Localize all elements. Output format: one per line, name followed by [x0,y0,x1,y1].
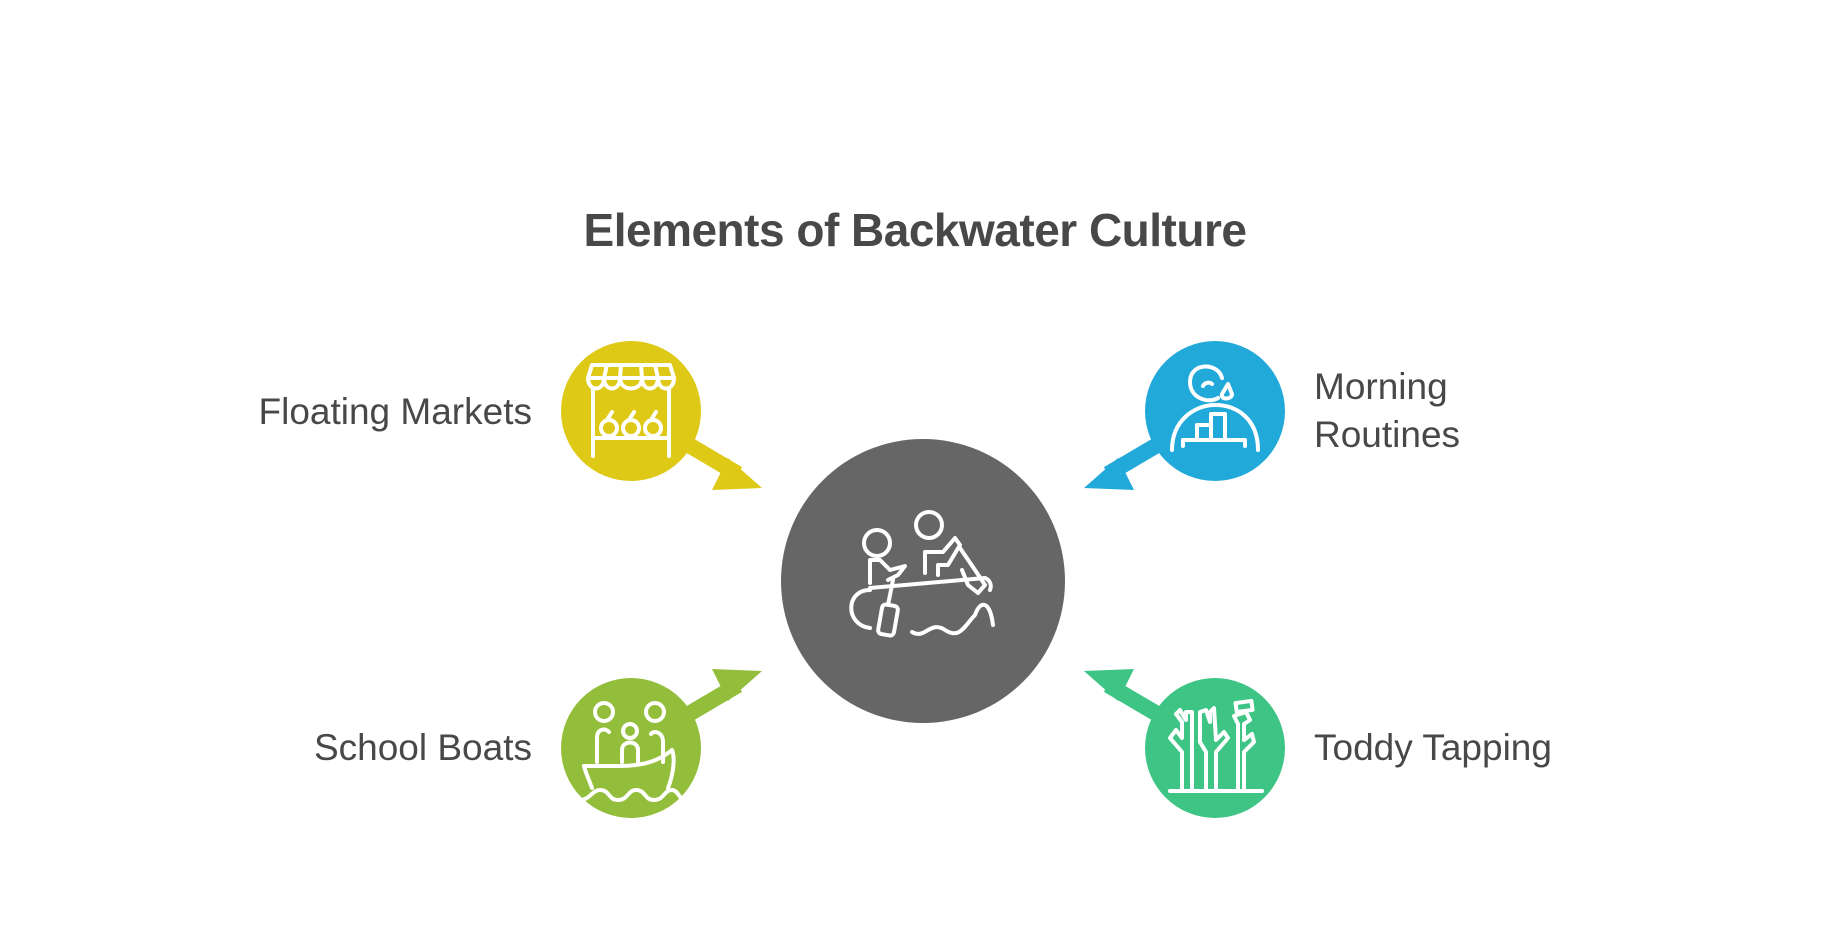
people-rowing-boat-icon [849,510,995,638]
node-morning-routines[interactable] [1145,341,1285,481]
label-morning-routines-line-1: Morning [1314,366,1448,407]
center-node [781,439,1065,723]
node-toddy-tapping[interactable] [1145,678,1285,818]
node-school-boats[interactable] [561,678,701,818]
children-in-boat-icon [578,701,686,802]
palm-trees-tapping-icon [1168,698,1264,793]
market-stall-icon [586,363,676,458]
label-floating-markets: Floating Markets [258,391,533,432]
person-sweat-stairs-icon [1170,364,1260,452]
diagram-title: Elements of Backwater Culture [583,204,1247,256]
label-morning-routines-line-2: Routines [1314,414,1461,455]
label-school-boats: School Boats [313,727,532,768]
node-floating-markets[interactable] [561,341,701,481]
label-morning-routines: Morning Routines [1314,363,1460,459]
label-toddy-tapping: Toddy Tapping [1314,727,1552,768]
